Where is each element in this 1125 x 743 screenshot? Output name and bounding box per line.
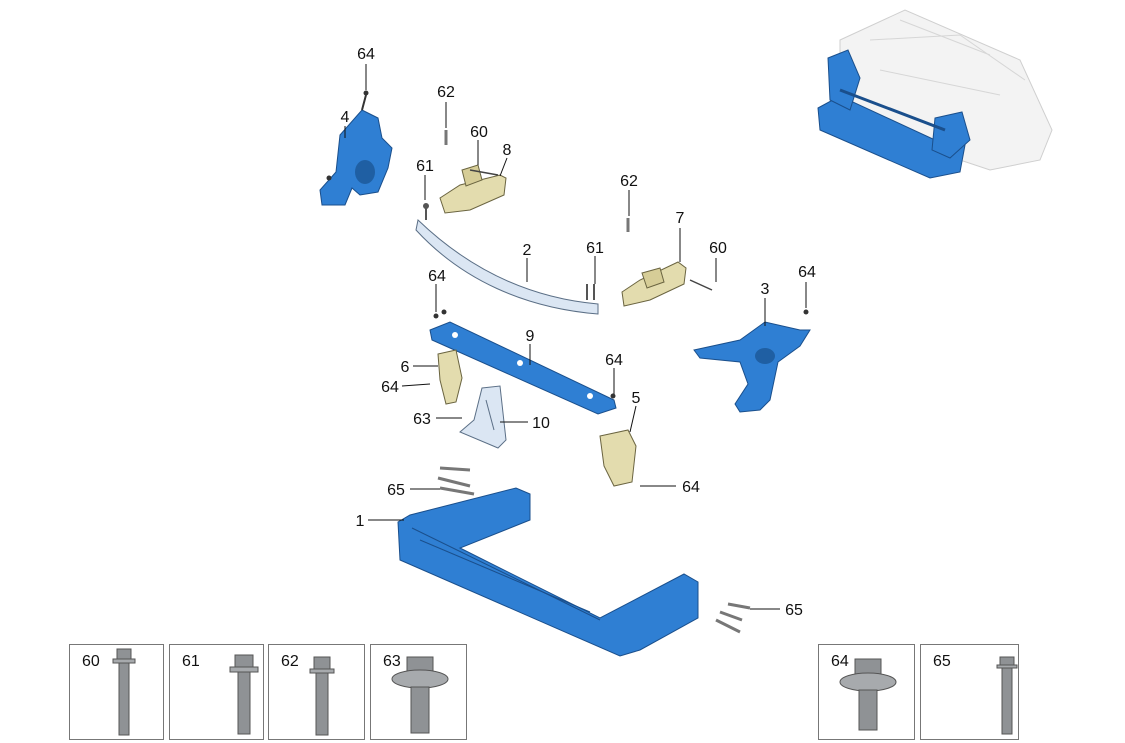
callout-64: 64 bbox=[682, 479, 700, 496]
fastener-panel-65: 65 bbox=[920, 644, 1019, 740]
callout-5: 5 bbox=[632, 390, 641, 407]
fastener-panel-61: 61 bbox=[169, 644, 264, 740]
part-3-right-mount-bracket bbox=[693, 321, 811, 413]
fastener-number: 60 bbox=[82, 653, 100, 670]
washer-head-bolt-icon bbox=[391, 656, 449, 734]
hex-flange-bolt-icon bbox=[309, 656, 335, 736]
callout-64: 64 bbox=[357, 46, 375, 63]
callout-64: 64 bbox=[798, 264, 816, 281]
callout-9: 9 bbox=[526, 328, 535, 345]
fastener-panel-63: 63 bbox=[370, 644, 467, 740]
callout-3: 3 bbox=[761, 281, 770, 298]
fastener-panel-62: 62 bbox=[268, 644, 365, 740]
fastener-number: 61 bbox=[182, 653, 200, 670]
callout-62: 62 bbox=[437, 84, 455, 101]
fastener-number: 64 bbox=[831, 653, 849, 670]
washer-head-screw-icon bbox=[839, 658, 897, 731]
callout-6: 6 bbox=[401, 359, 410, 376]
callout-65: 65 bbox=[387, 482, 405, 499]
part-6-left-lower-bracket bbox=[437, 349, 463, 405]
callout-8: 8 bbox=[503, 142, 512, 159]
callout-63: 63 bbox=[413, 411, 431, 428]
callout-2: 2 bbox=[523, 242, 532, 259]
fastener-number: 62 bbox=[281, 653, 299, 670]
fastener-panel-64: 64 bbox=[818, 644, 915, 740]
callout-1: 1 bbox=[356, 513, 365, 530]
part-4-left-mount-bracket bbox=[319, 90, 393, 206]
callout-61: 61 bbox=[586, 240, 604, 257]
part-5-right-lower-bracket bbox=[599, 429, 637, 487]
callout-64: 64 bbox=[428, 268, 446, 285]
callout-7: 7 bbox=[676, 210, 685, 227]
part-7-upper-bracket bbox=[621, 261, 713, 307]
part-8-upper-bracket bbox=[439, 164, 507, 214]
fastener-number: 63 bbox=[383, 653, 401, 670]
callouts: 64 4 62 60 8 61 2 62 7 60 61 64 3 64 9 6… bbox=[341, 46, 816, 619]
leader-lines bbox=[344, 64, 807, 610]
part-9-lower-cross-member bbox=[429, 321, 617, 415]
fastener-number: 65 bbox=[933, 653, 951, 670]
vehicle-context-view bbox=[817, 9, 1053, 179]
fastener-panel-60: 60 bbox=[69, 644, 164, 740]
stud-bolt-icon bbox=[229, 654, 259, 735]
callout-64: 64 bbox=[381, 379, 399, 396]
part-1-bumper-beam bbox=[397, 487, 699, 657]
callout-61: 61 bbox=[416, 158, 434, 175]
part-2-upper-crossbar bbox=[415, 203, 599, 315]
slim-bolt-icon bbox=[996, 656, 1018, 735]
long-flange-bolt-icon bbox=[112, 648, 136, 736]
callout-64: 64 bbox=[605, 352, 623, 369]
callout-65: 65 bbox=[785, 602, 803, 619]
callout-60: 60 bbox=[709, 240, 727, 257]
callout-10: 10 bbox=[532, 415, 550, 432]
callout-4: 4 bbox=[341, 109, 350, 126]
loose-fasteners bbox=[433, 130, 809, 634]
callout-60: 60 bbox=[470, 124, 488, 141]
callout-62: 62 bbox=[620, 173, 638, 190]
part-10-center-brace bbox=[459, 385, 507, 449]
